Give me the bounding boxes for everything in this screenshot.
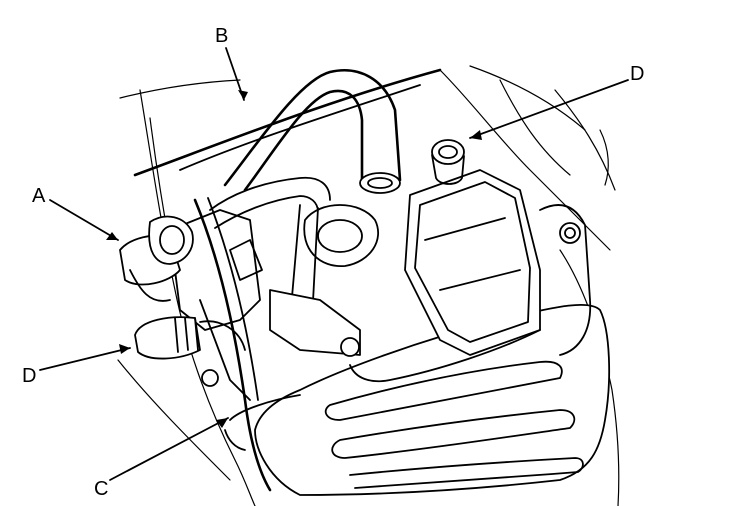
leader-c: [109, 417, 229, 481]
purge-valve: [169, 176, 380, 401]
leader-lines: [39, 47, 629, 481]
hose-b: [223, 69, 402, 194]
arrow-a: [106, 232, 118, 240]
connector-a: [119, 215, 194, 302]
callout-d-left: D: [22, 365, 36, 387]
hose-c: [193, 197, 272, 492]
callout-c: C: [94, 478, 108, 500]
tray: [224, 303, 611, 496]
arrow-b: [238, 90, 248, 100]
leader-d-left: [39, 347, 131, 371]
leader-a: [49, 199, 119, 241]
cross-lines: [133, 68, 442, 177]
canister-box: [349, 139, 592, 383]
leader-d-top: [469, 79, 629, 139]
arrow-c: [216, 418, 228, 428]
callout-d-top: D: [630, 63, 644, 85]
hose-d-lower: [134, 316, 246, 360]
arrow-d-top: [470, 130, 482, 140]
callout-a: A: [32, 185, 46, 207]
callout-b: B: [215, 25, 228, 47]
arrow-d-left: [119, 344, 130, 354]
